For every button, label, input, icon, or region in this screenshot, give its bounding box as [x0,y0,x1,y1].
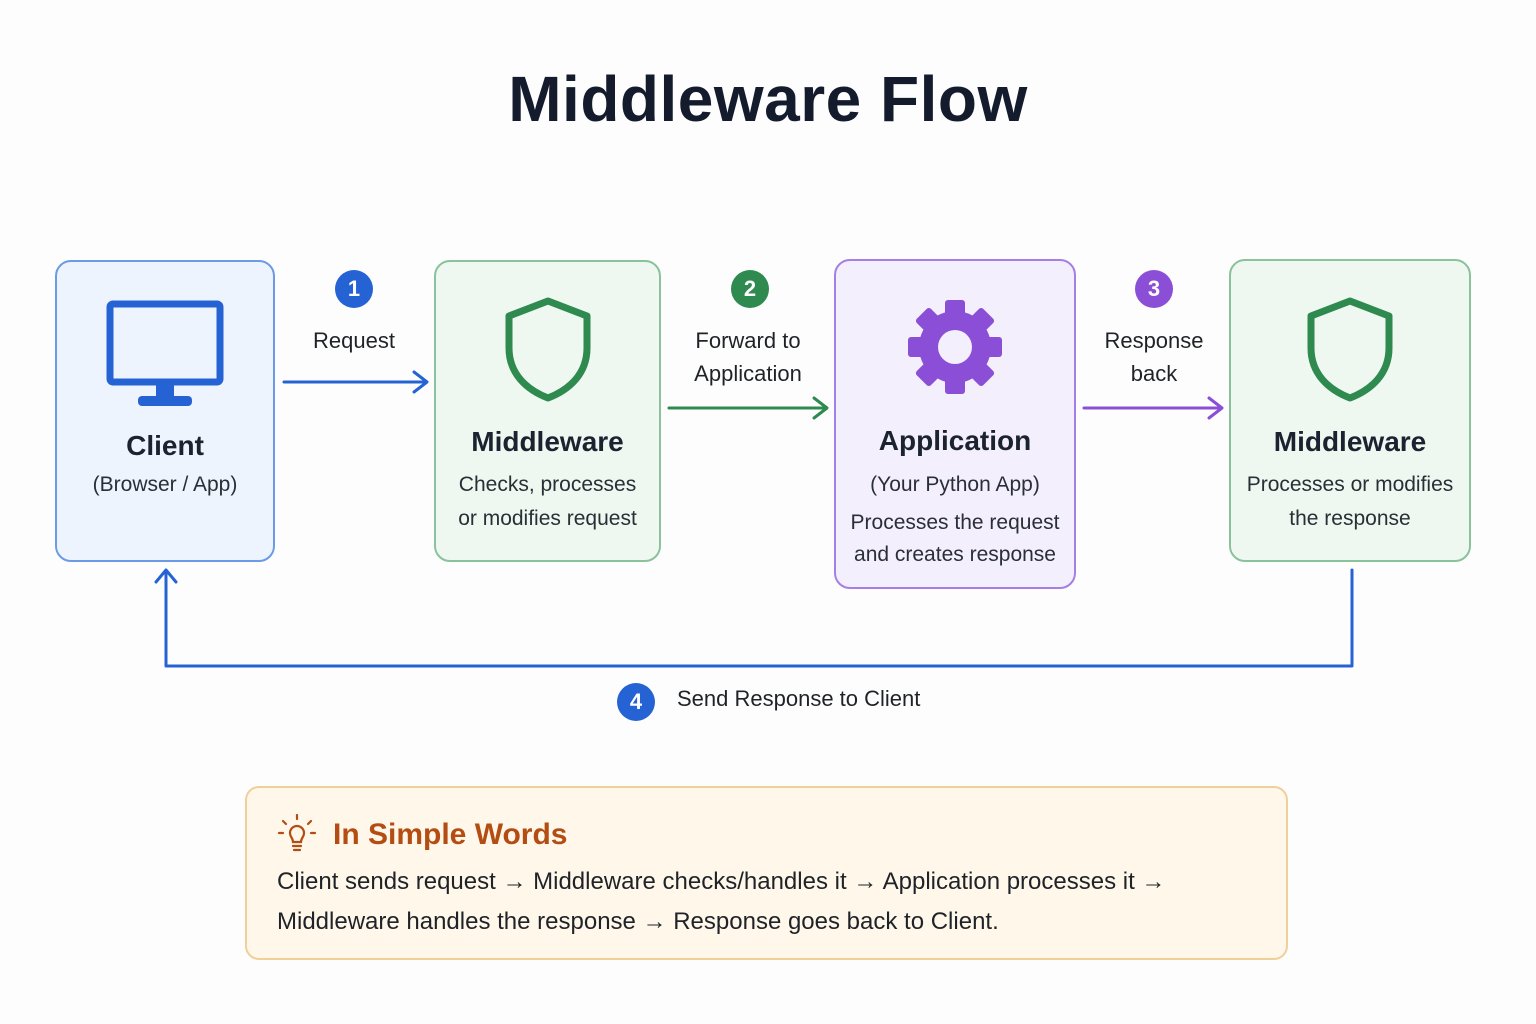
client-title: Client [126,430,204,461]
shield-icon [505,297,590,402]
shield-icon [1307,297,1393,402]
middleware-request-line1: Checks, processes [458,473,637,496]
gear-icon [908,300,1002,394]
summary-panel: In Simple Words Client sends request → M… [245,786,1288,960]
step-3-label-line2: back [1130,361,1178,386]
middleware-response-title: Middleware [1273,426,1427,457]
step-3-badge: 3 [1135,270,1173,308]
monitor-icon [106,300,224,406]
middleware-request-line2: or modifies request [458,507,637,530]
lightbulb-icon [277,814,317,852]
arrow-response-back [1082,396,1224,420]
arrow-request [282,370,429,394]
arrow-forward [667,396,829,420]
application-line1: Processes the request [850,511,1060,534]
step-2-label-line1: Forward to [695,328,801,353]
application-line2: and creates response [854,543,1056,566]
diagram-title: Middleware Flow [508,63,1028,135]
client-subtitle: (Browser / App) [92,473,238,496]
step-2-label-line2: Application [694,361,802,386]
middleware-response-node: Middleware Processes or modifies the res… [1229,259,1471,562]
step-3-label-line1: Response [1104,328,1204,353]
application-title: Application [878,425,1032,456]
middleware-request-node: Middleware Checks, processes or modifies… [434,260,661,562]
middleware-response-line1: Processes or modifies [1246,473,1454,496]
middleware-response-line2: the response [1289,507,1411,530]
client-node: Client (Browser / App) [55,260,275,562]
summary-line-2: Middleware handles the response → Respon… [277,908,999,935]
summary-title: In Simple Words [333,818,568,851]
step-1-badge: 1 [335,270,373,308]
middleware-request-title: Middleware [471,426,624,457]
arrow-return-to-client [154,568,1354,668]
step-2-badge: 2 [731,270,769,308]
application-subtitle: (Your Python App) [870,473,1040,496]
summary-line-1: Client sends request → Middleware checks… [277,868,1166,895]
step-1-label: Request [313,328,395,353]
step-4-badge: 4 [617,683,655,721]
application-node: Application (Your Python App) Processes … [834,259,1076,589]
step-4-label: Send Response to Client [677,686,921,711]
